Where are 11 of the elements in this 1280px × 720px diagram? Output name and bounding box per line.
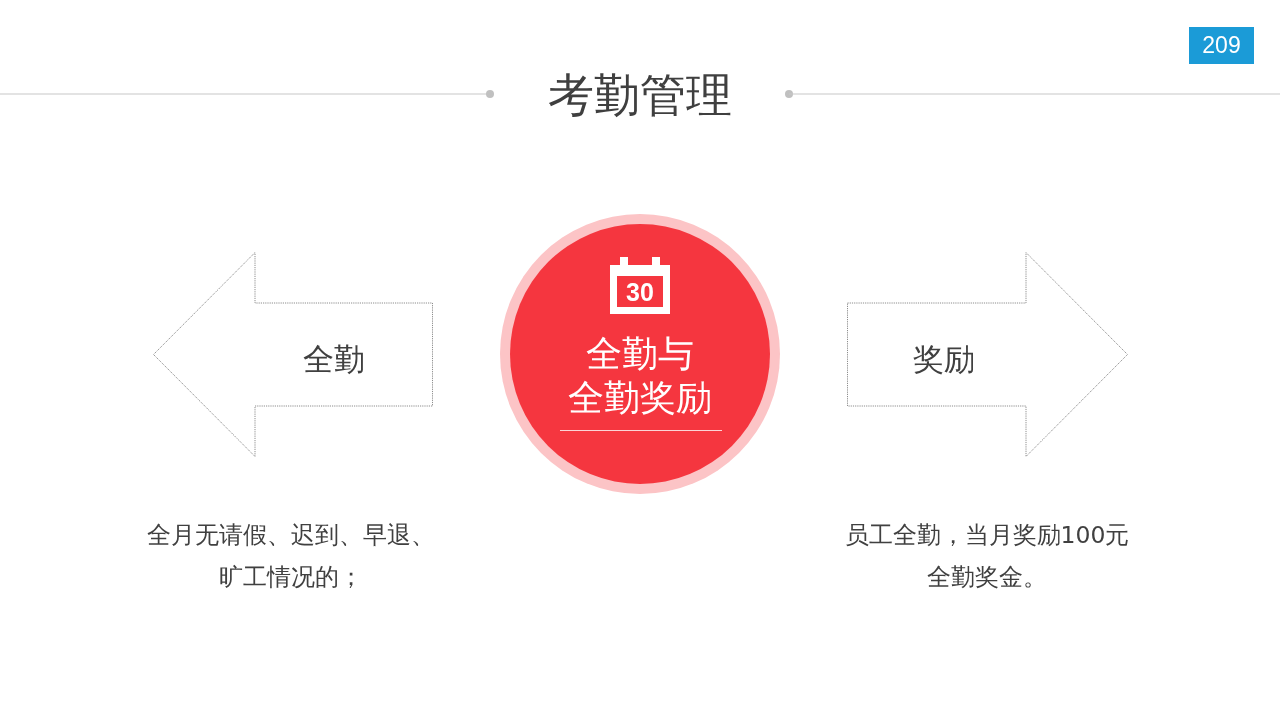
date-number: 30 (626, 279, 654, 305)
arrow-shape (847, 252, 1128, 457)
arrow-label: 奖励 (913, 341, 975, 379)
circle-title: 全勤与全勤奖励 (568, 332, 712, 420)
circle-badge (500, 214, 780, 494)
description-text: 员工全勤，当月奖励100元全勤奖金。 (843, 520, 1131, 593)
arrow-shape (153, 252, 433, 457)
arrow-label: 全勤 (303, 341, 365, 379)
page-title: 考勤管理 (548, 68, 732, 122)
description-text: 全月无请假、迟到、早退、旷工情况的； (146, 520, 436, 593)
page-number: 209 (1189, 27, 1254, 64)
